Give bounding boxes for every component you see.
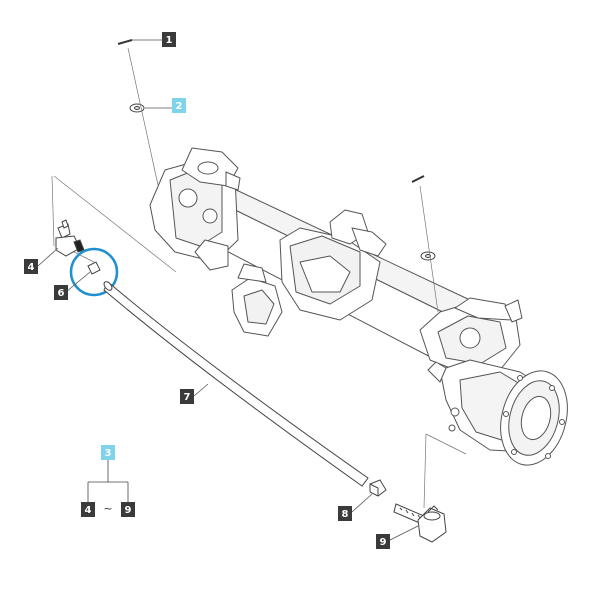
callout-3-label: 3 <box>105 448 112 459</box>
callout-8[interactable]: 8 <box>338 506 352 521</box>
callout-9-label: 9 <box>380 537 387 548</box>
nut-part-right <box>369 479 387 497</box>
callout-1-label: 1 <box>166 35 173 46</box>
ball-joint-right-part <box>393 503 447 543</box>
selection-ring <box>69 247 119 297</box>
callout-7-label: 7 <box>184 392 191 403</box>
callout-kit-4-label: 4 <box>85 505 92 516</box>
callout-9[interactable]: 9 <box>376 534 390 549</box>
washer-part-right <box>420 251 436 261</box>
callout-kit-9-label: 9 <box>125 505 132 516</box>
front-axle-housing <box>149 147 568 466</box>
nut-part-left <box>87 261 101 275</box>
assembly-lines <box>51 47 467 509</box>
callout-2[interactable]: 2 <box>172 98 186 113</box>
kit-separator: ~ <box>103 502 112 515</box>
callout-3[interactable]: 3 <box>101 445 115 460</box>
callout-kit-9[interactable]: 9 <box>121 502 135 517</box>
callout-leaders <box>37 39 419 541</box>
pin-part <box>117 39 133 45</box>
callout-1[interactable]: 1 <box>162 32 176 47</box>
callout-4-label: 4 <box>28 262 35 273</box>
pin-part-right <box>411 175 425 183</box>
callout-6[interactable]: 6 <box>54 285 68 300</box>
callout-7[interactable]: 7 <box>180 389 194 404</box>
callout-6-label: 6 <box>58 288 65 299</box>
callout-kit-4[interactable]: 4 <box>81 502 95 517</box>
kit-bracket <box>87 460 129 502</box>
callout-8-label: 8 <box>342 509 349 520</box>
callout-2-label: 2 <box>176 101 183 112</box>
tie-rod-part <box>103 281 369 487</box>
callout-4[interactable]: 4 <box>24 259 38 274</box>
ball-joint-left-part <box>55 219 85 257</box>
